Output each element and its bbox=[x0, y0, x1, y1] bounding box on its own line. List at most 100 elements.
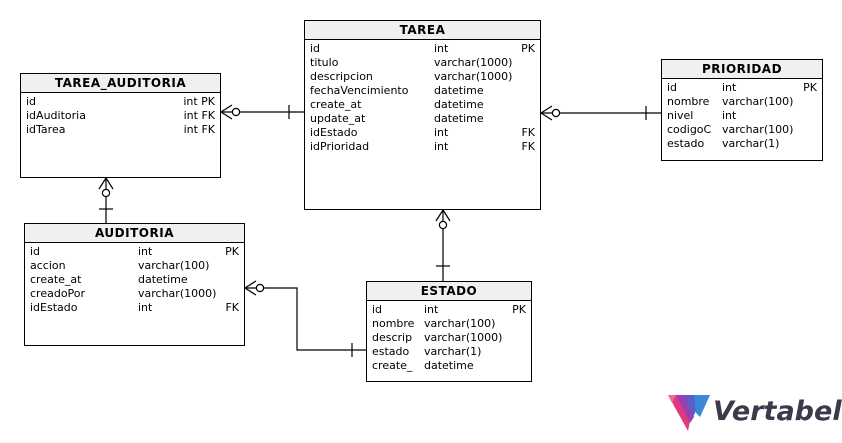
column-row: descripcion varchar(1000) bbox=[310, 70, 535, 84]
column-type: varchar(1000) bbox=[434, 70, 513, 83]
column-name: create_ bbox=[372, 359, 413, 372]
column-name: descripcion bbox=[310, 70, 373, 83]
column-type: int PK bbox=[183, 95, 215, 108]
column-type: int bbox=[434, 140, 449, 153]
column-row: estado varchar(1) bbox=[372, 345, 526, 359]
column-row: id int PK bbox=[26, 95, 215, 109]
column-row: estado varchar(1) bbox=[667, 137, 817, 151]
table-prioridad[interactable]: PRIORIDAD id int PK nombre varchar(100) niv… bbox=[661, 59, 823, 161]
column-name: estado bbox=[667, 137, 705, 150]
column-type: varchar(100) bbox=[722, 123, 794, 136]
column-row: id int PK bbox=[667, 81, 817, 95]
column-row: nombre varchar(100) bbox=[667, 95, 817, 109]
table-title: TAREA_AUDITORIA bbox=[21, 74, 220, 93]
column-type: varchar(1000) bbox=[424, 331, 503, 344]
column-name: idTarea bbox=[26, 123, 66, 136]
column-key: FK bbox=[521, 126, 535, 139]
table-title: TAREA bbox=[305, 21, 540, 40]
column-name: descrip bbox=[372, 331, 413, 344]
column-type: varchar(1000) bbox=[434, 56, 513, 69]
column-row: id int PK bbox=[372, 303, 526, 317]
column-list: id int PK idAuditoria int FK idTarea int FK bbox=[21, 93, 220, 137]
column-name: update_at bbox=[310, 112, 366, 125]
column-name: codigoC bbox=[667, 123, 712, 136]
rel-estado-tarea bbox=[435, 209, 451, 281]
column-name: titulo bbox=[310, 56, 339, 69]
column-name: idEstado bbox=[310, 126, 358, 139]
column-name: create_at bbox=[310, 98, 362, 111]
column-key: FK bbox=[521, 140, 535, 153]
rel-tarea-tarea-auditoria bbox=[220, 104, 304, 120]
column-name: id bbox=[30, 245, 41, 258]
column-name: estado bbox=[372, 345, 410, 358]
column-name: idEstado bbox=[30, 301, 78, 314]
table-tarea-auditoria[interactable]: TAREA_AUDITORIA id int PK idAuditoria int … bbox=[20, 73, 221, 178]
column-key: PK bbox=[803, 81, 817, 94]
column-type: int bbox=[434, 42, 449, 55]
column-list: id int PK titulo varchar(1000) descripcion v… bbox=[305, 40, 540, 154]
column-key: FK bbox=[225, 301, 239, 314]
vertabelo-logo: Vertabelo bbox=[666, 391, 842, 435]
table-auditoria[interactable]: AUDITORIA id int PK accion varchar(100) cre… bbox=[24, 223, 245, 346]
column-name: idAuditoria bbox=[26, 109, 86, 122]
table-estado[interactable]: ESTADO id int PK nombre varchar(100) descri… bbox=[366, 281, 532, 382]
column-type: int FK bbox=[183, 123, 215, 136]
column-type: int bbox=[722, 109, 737, 122]
column-row: codigoC varchar(100) bbox=[667, 123, 817, 137]
column-name: nombre bbox=[667, 95, 710, 108]
column-type: int bbox=[424, 303, 439, 316]
vertabelo-logo-icon bbox=[668, 395, 710, 431]
column-type: varchar(100) bbox=[138, 259, 210, 272]
column-name: creadoPor bbox=[30, 287, 86, 300]
column-row: idAuditoria int FK bbox=[26, 109, 215, 123]
table-title: AUDITORIA bbox=[25, 224, 244, 243]
vertabelo-logo-text: Vertabelo bbox=[713, 396, 842, 427]
column-row: idEstado int FK bbox=[30, 301, 239, 315]
column-row: update_at datetime bbox=[310, 112, 535, 126]
column-row: titulo varchar(1000) bbox=[310, 56, 535, 70]
rel-auditoria-tarea-auditoria bbox=[98, 177, 114, 223]
column-type: datetime bbox=[138, 273, 188, 286]
column-name: id bbox=[26, 95, 37, 108]
column-type: varchar(1000) bbox=[138, 287, 217, 300]
column-name: fechaVencimiento bbox=[310, 84, 409, 97]
column-name: nombre bbox=[372, 317, 415, 330]
column-type: int bbox=[138, 245, 153, 258]
column-row: nombre varchar(100) bbox=[372, 317, 526, 331]
column-row: create_datetime bbox=[372, 359, 526, 373]
column-type: int FK bbox=[183, 109, 215, 122]
column-list: id int PK nombre varchar(100) nivel int codi… bbox=[662, 79, 822, 151]
column-row: creadoPor varchar(1000) bbox=[30, 287, 239, 301]
column-type: int bbox=[434, 126, 449, 139]
column-name: nivel bbox=[667, 109, 694, 122]
column-row: nivel int bbox=[667, 109, 817, 123]
column-list: id int PK nombre varchar(100) descrip varcha… bbox=[367, 301, 531, 373]
table-title: ESTADO bbox=[367, 282, 531, 301]
column-type: varchar(100) bbox=[722, 95, 794, 108]
column-name: id bbox=[310, 42, 321, 55]
column-key: PK bbox=[512, 303, 526, 316]
column-type: datetime bbox=[434, 84, 484, 97]
column-type: varchar(1) bbox=[424, 345, 482, 358]
column-row: idEstado int FK bbox=[310, 126, 535, 140]
column-key: PK bbox=[225, 245, 239, 258]
column-type: varchar(100) bbox=[424, 317, 496, 330]
table-tarea[interactable]: TAREA id int PK titulo varchar(1000) descri… bbox=[304, 20, 541, 210]
column-row: id int PK bbox=[30, 245, 239, 259]
column-name: id bbox=[372, 303, 383, 316]
column-type: int bbox=[138, 301, 153, 314]
column-name: id bbox=[667, 81, 678, 94]
rel-prioridad-tarea bbox=[540, 105, 661, 121]
table-title: PRIORIDAD bbox=[662, 60, 822, 79]
column-type: datetime bbox=[434, 112, 484, 125]
column-name: accion bbox=[30, 259, 66, 272]
column-key: PK bbox=[521, 42, 535, 55]
column-row: id int PK bbox=[310, 42, 535, 56]
column-type: int bbox=[722, 81, 737, 94]
column-type: varchar(1) bbox=[722, 137, 780, 150]
